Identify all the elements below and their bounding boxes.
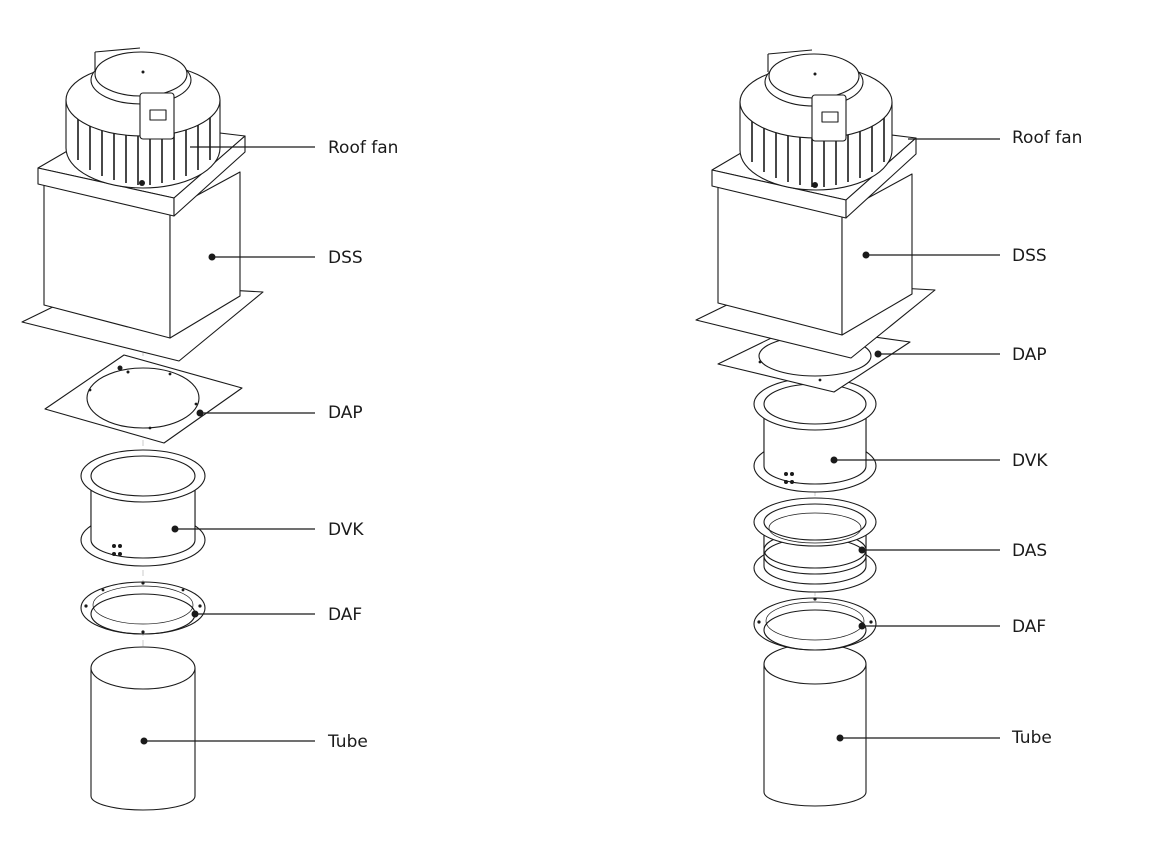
right-dvk (753, 377, 877, 493)
right-label-das: DAS (1012, 541, 1047, 561)
right-label-dap: DAP (1012, 345, 1047, 365)
left-dss (21, 120, 264, 362)
right-label-dvk: DVK (1012, 451, 1048, 471)
left-assembly (21, 47, 264, 811)
left-label-dss: DSS (328, 248, 363, 268)
right-roof-fan (739, 49, 893, 191)
left-roof-fan (65, 47, 221, 189)
left-label-dap: DAP (328, 403, 363, 423)
left-daf (80, 581, 206, 635)
left-label-tube: Tube (327, 732, 368, 752)
leaders (140, 138, 1000, 745)
left-tube (90, 646, 196, 811)
left-label-roof-fan: Roof fan (328, 138, 398, 158)
left-dap (44, 354, 243, 444)
right-das (753, 497, 877, 593)
right-label-dss: DSS (1012, 246, 1047, 266)
right-tube (763, 643, 867, 807)
right-assembly (695, 49, 936, 807)
labels: Roof fan DSS DAP DVK DAF Tube Roof fan D… (327, 128, 1082, 752)
right-daf (753, 597, 877, 651)
right-label-tube: Tube (1011, 728, 1052, 748)
left-dvk (80, 449, 206, 567)
right-label-daf: DAF (1012, 617, 1046, 637)
right-label-roof-fan: Roof fan (1012, 128, 1082, 148)
left-label-dvk: DVK (328, 520, 364, 540)
left-label-daf: DAF (328, 605, 362, 625)
